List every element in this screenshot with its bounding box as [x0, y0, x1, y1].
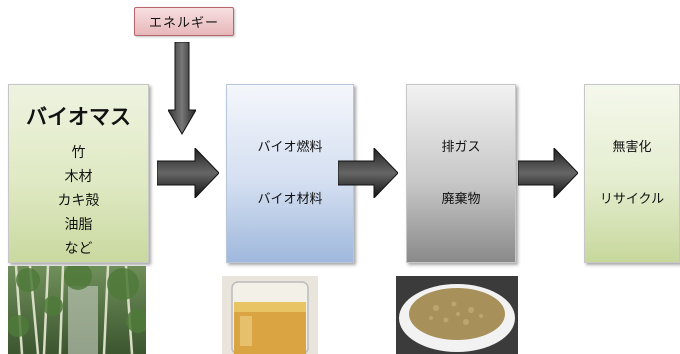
biomass-item-bamboo: 竹: [71, 145, 86, 161]
energy-label: エネルギー: [148, 16, 219, 31]
right-arrow-icon: [157, 148, 219, 198]
bamboo-forest-photo: [8, 266, 146, 354]
biomass-title: バイオマス: [26, 105, 131, 129]
biomass-box: バイオマス 竹 木材 カキ殻 油脂 など: [8, 84, 149, 263]
biomass-item-wood: 木材: [64, 169, 93, 185]
recycle-label: リサイクル: [599, 191, 665, 207]
biomass-item-oyster-shell: カキ殻: [57, 193, 100, 209]
right-arrow-icon: [518, 148, 578, 198]
biomass-item-etc: など: [64, 241, 93, 257]
energy-label-box: エネルギー: [134, 7, 234, 36]
down-arrow-icon: [168, 42, 196, 135]
bio-fuel-label: バイオ燃料: [257, 139, 323, 155]
bio-products-box: バイオ燃料 バイオ材料: [226, 84, 354, 263]
exhaust-gas-label: 排ガス: [441, 139, 481, 155]
oyster-shell-powder-photo: [396, 276, 518, 354]
detoxification-label: 無害化: [612, 139, 652, 155]
emissions-box: 排ガス 廃棄物: [406, 84, 516, 263]
bio-oil-beaker-photo: [222, 276, 318, 354]
treatment-box: 無害化 リサイクル: [584, 84, 680, 263]
right-arrow-icon: [338, 148, 398, 198]
biomass-item-oil: 油脂: [64, 217, 93, 233]
bio-material-label: バイオ材料: [257, 191, 323, 207]
waste-label: 廃棄物: [441, 191, 481, 207]
